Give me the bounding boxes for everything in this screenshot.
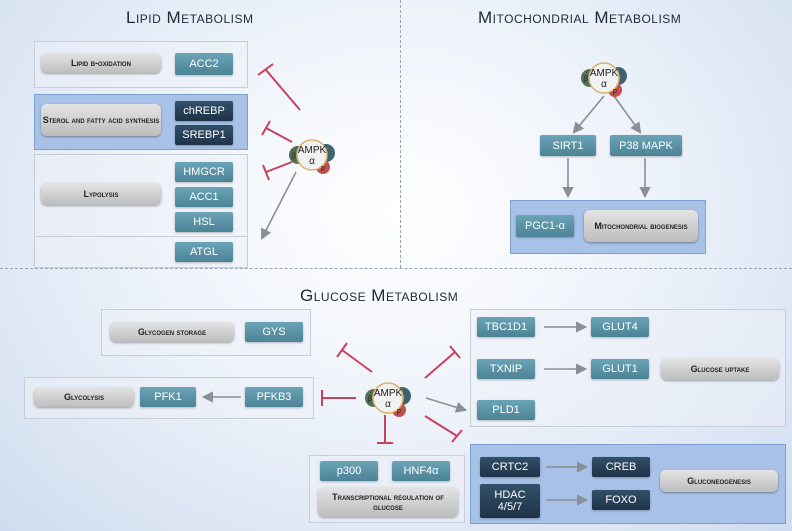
srebp1-gene: SREBP1 bbox=[175, 125, 233, 145]
transcription-process: Transcriptional regulation of glucose bbox=[318, 487, 458, 517]
mito-title: Mitochondrial Metabolism bbox=[478, 8, 682, 27]
foxo-gene: FOXO bbox=[592, 490, 650, 510]
inhibit-sterol-bar bbox=[261, 120, 271, 136]
sterol-process: Sterol and fatty acid synthesis bbox=[41, 104, 161, 136]
crtc2-gene: CRTC2 bbox=[480, 457, 540, 477]
pgc1-gene: PGC1-α bbox=[516, 215, 574, 237]
activate-sirt1 bbox=[572, 95, 605, 134]
inhibit-lypolysis bbox=[265, 161, 293, 173]
pld1-gene: PLD1 bbox=[477, 400, 535, 420]
sirt1-gene: SIRT1 bbox=[540, 135, 596, 156]
glycolysis-process: Glycolysis bbox=[34, 387, 134, 407]
inhibit-txnip bbox=[424, 351, 456, 379]
chrebp-gene: chREBP bbox=[175, 101, 233, 121]
lypolysis-process: Lypolysis bbox=[41, 183, 161, 205]
inhibit-gys-bar bbox=[336, 342, 348, 358]
gluconeogenesis-process: Gluconeogenesis bbox=[660, 470, 778, 492]
hdac-gene: HDAC 4/5/7 bbox=[480, 484, 540, 518]
activation-arrows bbox=[201, 95, 651, 506]
pfkb3-gene: PFKB3 bbox=[245, 387, 303, 407]
tbc1d1-gene: TBC1D1 bbox=[477, 317, 535, 337]
ampk-label: AMPK bbox=[374, 388, 403, 399]
inhibit-gluconeogenesis bbox=[424, 415, 458, 437]
glut4-gene: GLUT4 bbox=[591, 317, 649, 337]
gys-gene: GYS bbox=[245, 322, 303, 342]
ampk-beta-label: β bbox=[292, 153, 296, 160]
ampk-alpha-subunit bbox=[372, 382, 404, 414]
ampk-p-label: p bbox=[397, 408, 401, 415]
ampk-complex-lipid: AMPK α β p bbox=[289, 139, 335, 174]
creb-gene: CREB bbox=[592, 457, 650, 477]
acc1-gene: ACC1 bbox=[175, 187, 233, 207]
pfk1-gene: PFK1 bbox=[140, 387, 196, 407]
ampk-alpha-subunit bbox=[588, 62, 620, 94]
inhibit-acc2 bbox=[265, 69, 301, 111]
txnip-gene: TXNIP bbox=[477, 359, 535, 379]
ampk-beta-label: β bbox=[368, 396, 372, 403]
vertical-divider bbox=[400, 0, 401, 268]
activate-p38 bbox=[613, 95, 642, 134]
uptake-process: Glucose uptake bbox=[661, 358, 779, 380]
p38-gene: P38 MAPK bbox=[610, 135, 682, 156]
glucose-title: Glucose Metabolism bbox=[300, 286, 459, 305]
lypolysis-divider bbox=[34, 236, 248, 237]
atgl-gene: ATGL bbox=[175, 242, 233, 262]
lipid-title: Lipid Metabolism bbox=[126, 8, 254, 27]
glycogen-process: Glycogen storage bbox=[110, 322, 234, 342]
ampk-alpha-subunit bbox=[296, 139, 328, 171]
ampk-alpha-label: α bbox=[385, 399, 391, 410]
acc2-gene: ACC2 bbox=[175, 53, 233, 75]
activate-pld1 bbox=[425, 397, 468, 413]
ampk-beta-label: β bbox=[584, 76, 588, 83]
hsl-gene: HSL bbox=[175, 212, 233, 232]
inhibit-gluconeogenesis-bar bbox=[451, 429, 463, 443]
inhibit-lypolysis-bar bbox=[262, 164, 270, 181]
ampk-complex-glucose: AMPK α β p bbox=[365, 382, 411, 417]
ampk-complex-mito: AMPK α β p bbox=[581, 62, 627, 97]
inhibit-gys bbox=[341, 349, 373, 373]
ampk-alpha-label: α bbox=[601, 79, 607, 90]
inhibition-lines bbox=[257, 63, 463, 444]
beta-oxidation-process: Lipid β-oxidation bbox=[41, 53, 161, 73]
ampk-alpha-label: α bbox=[309, 156, 315, 167]
inhibit-acc2-bar bbox=[257, 63, 274, 76]
glut1-gene: GLUT1 bbox=[591, 359, 649, 379]
horizontal-divider bbox=[0, 268, 792, 269]
inhibit-sterol bbox=[265, 127, 293, 143]
ampk-label: AMPK bbox=[590, 68, 619, 79]
activate-atgl bbox=[260, 171, 297, 240]
p300-gene: p300 bbox=[320, 461, 378, 481]
ampk-label: AMPK bbox=[298, 145, 327, 156]
hnf4a-gene: HNF4α bbox=[392, 461, 450, 481]
hmgcr-gene: HMGCR bbox=[175, 162, 233, 182]
biogenesis-process: Mitochondrial biogenesis bbox=[584, 210, 698, 242]
ampk-p-label: p bbox=[613, 88, 617, 95]
ampk-p-label: p bbox=[321, 165, 325, 172]
inhibit-txnip-bar bbox=[449, 345, 461, 359]
